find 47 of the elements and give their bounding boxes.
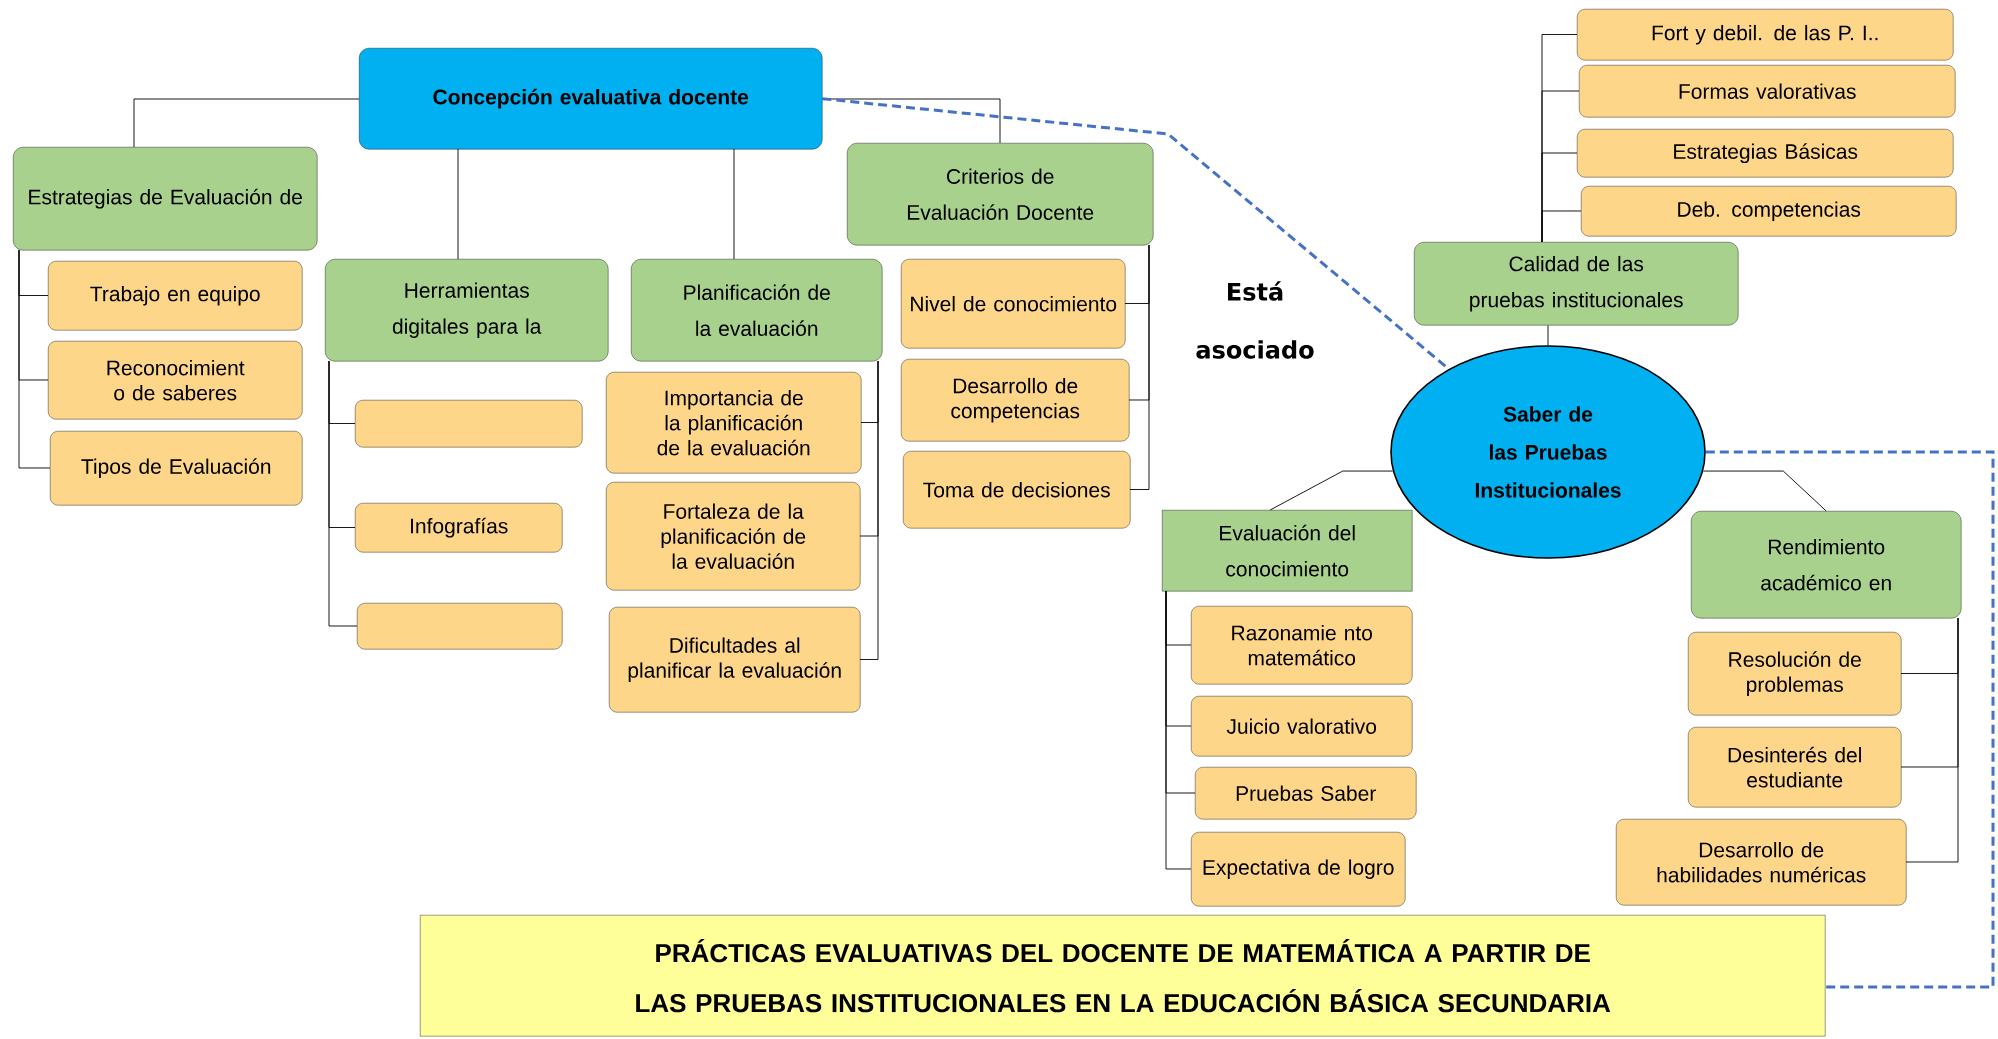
category-box: Estrategias de Evaluación de	[13, 147, 318, 251]
edge-label: Está asociado	[1187, 278, 1323, 362]
category-box: Criterios de Evaluación Docente	[847, 143, 1154, 246]
connector-line	[1541, 210, 1582, 243]
connector-line	[1165, 590, 1192, 870]
connector-line	[1702, 470, 1827, 512]
category-box: Rendimiento académico en	[1691, 511, 1962, 619]
topic-box: Estrategias Básicas	[1577, 129, 1954, 178]
category-box: Herramientas digitales para la	[325, 259, 609, 362]
connector-line	[859, 360, 879, 660]
topic-box: Desarrollo de competencias	[901, 359, 1130, 442]
topic-box: Infografías	[355, 503, 563, 553]
connector-line	[1547, 324, 1549, 346]
topic-box: Tipos de Evaluación	[50, 431, 303, 506]
topic-box: Formas valorativas	[1579, 65, 1956, 118]
topic-box: Pruebas Saber	[1195, 767, 1417, 820]
connector-line	[1905, 617, 1959, 863]
topic-box: Razonamie nto matemático	[1191, 606, 1413, 685]
category-box: Calidad de las pruebas institucionales	[1414, 242, 1739, 326]
topic-box: Trabajo en equipo	[48, 261, 303, 331]
topic-box: Importancia de la planificación de la evaluación	[606, 372, 862, 474]
concept-box: Concepción evaluativa docente	[359, 48, 823, 150]
topic-box: Desarrollo de habilidades numéricas	[1616, 819, 1907, 906]
connector-line	[733, 148, 735, 260]
connector-line	[1129, 244, 1150, 490]
topic-box: Nivel de conocimiento	[901, 259, 1126, 349]
topic-box: Fort y debil. de las P. I..	[1577, 9, 1954, 61]
topic-box: Dificultades al planificar la evaluación	[609, 607, 861, 713]
topic-box: Desinterés del estudiante	[1688, 727, 1902, 808]
topic-box: Resolución de problemas	[1688, 632, 1902, 716]
connector-line	[133, 98, 360, 148]
connector-line	[457, 148, 459, 260]
topic-box: Expectativa de logro	[1191, 832, 1406, 907]
topic-box: Reconocimient o de saberes	[48, 341, 303, 420]
dashed-connector	[1705, 450, 1995, 989]
topic-box: Deb. competencias	[1581, 186, 1957, 237]
category-box: Evaluación del conocimiento	[1162, 510, 1413, 592]
title-box: PRÁCTICAS EVALUATIVAS DEL DOCENTE DE MATEMÁTICA A PARTIR DE LAS PRUEBAS INSTITUCIONALES EN LA EDUCACIÓN BÁSICA SECUNDARIA	[420, 915, 1826, 1037]
topic-box: Juicio valorativo	[1191, 696, 1413, 757]
connector-line	[328, 360, 358, 627]
empty-box	[357, 603, 563, 650]
topic-box: Fortaleza de la planificación de la evaluación	[606, 482, 861, 591]
connector-line	[1269, 470, 1394, 511]
topic-box: Toma de decisiones	[903, 451, 1131, 529]
empty-box	[355, 400, 583, 448]
connector-line	[18, 249, 51, 469]
category-box: Planificación de la evaluación	[631, 259, 883, 362]
